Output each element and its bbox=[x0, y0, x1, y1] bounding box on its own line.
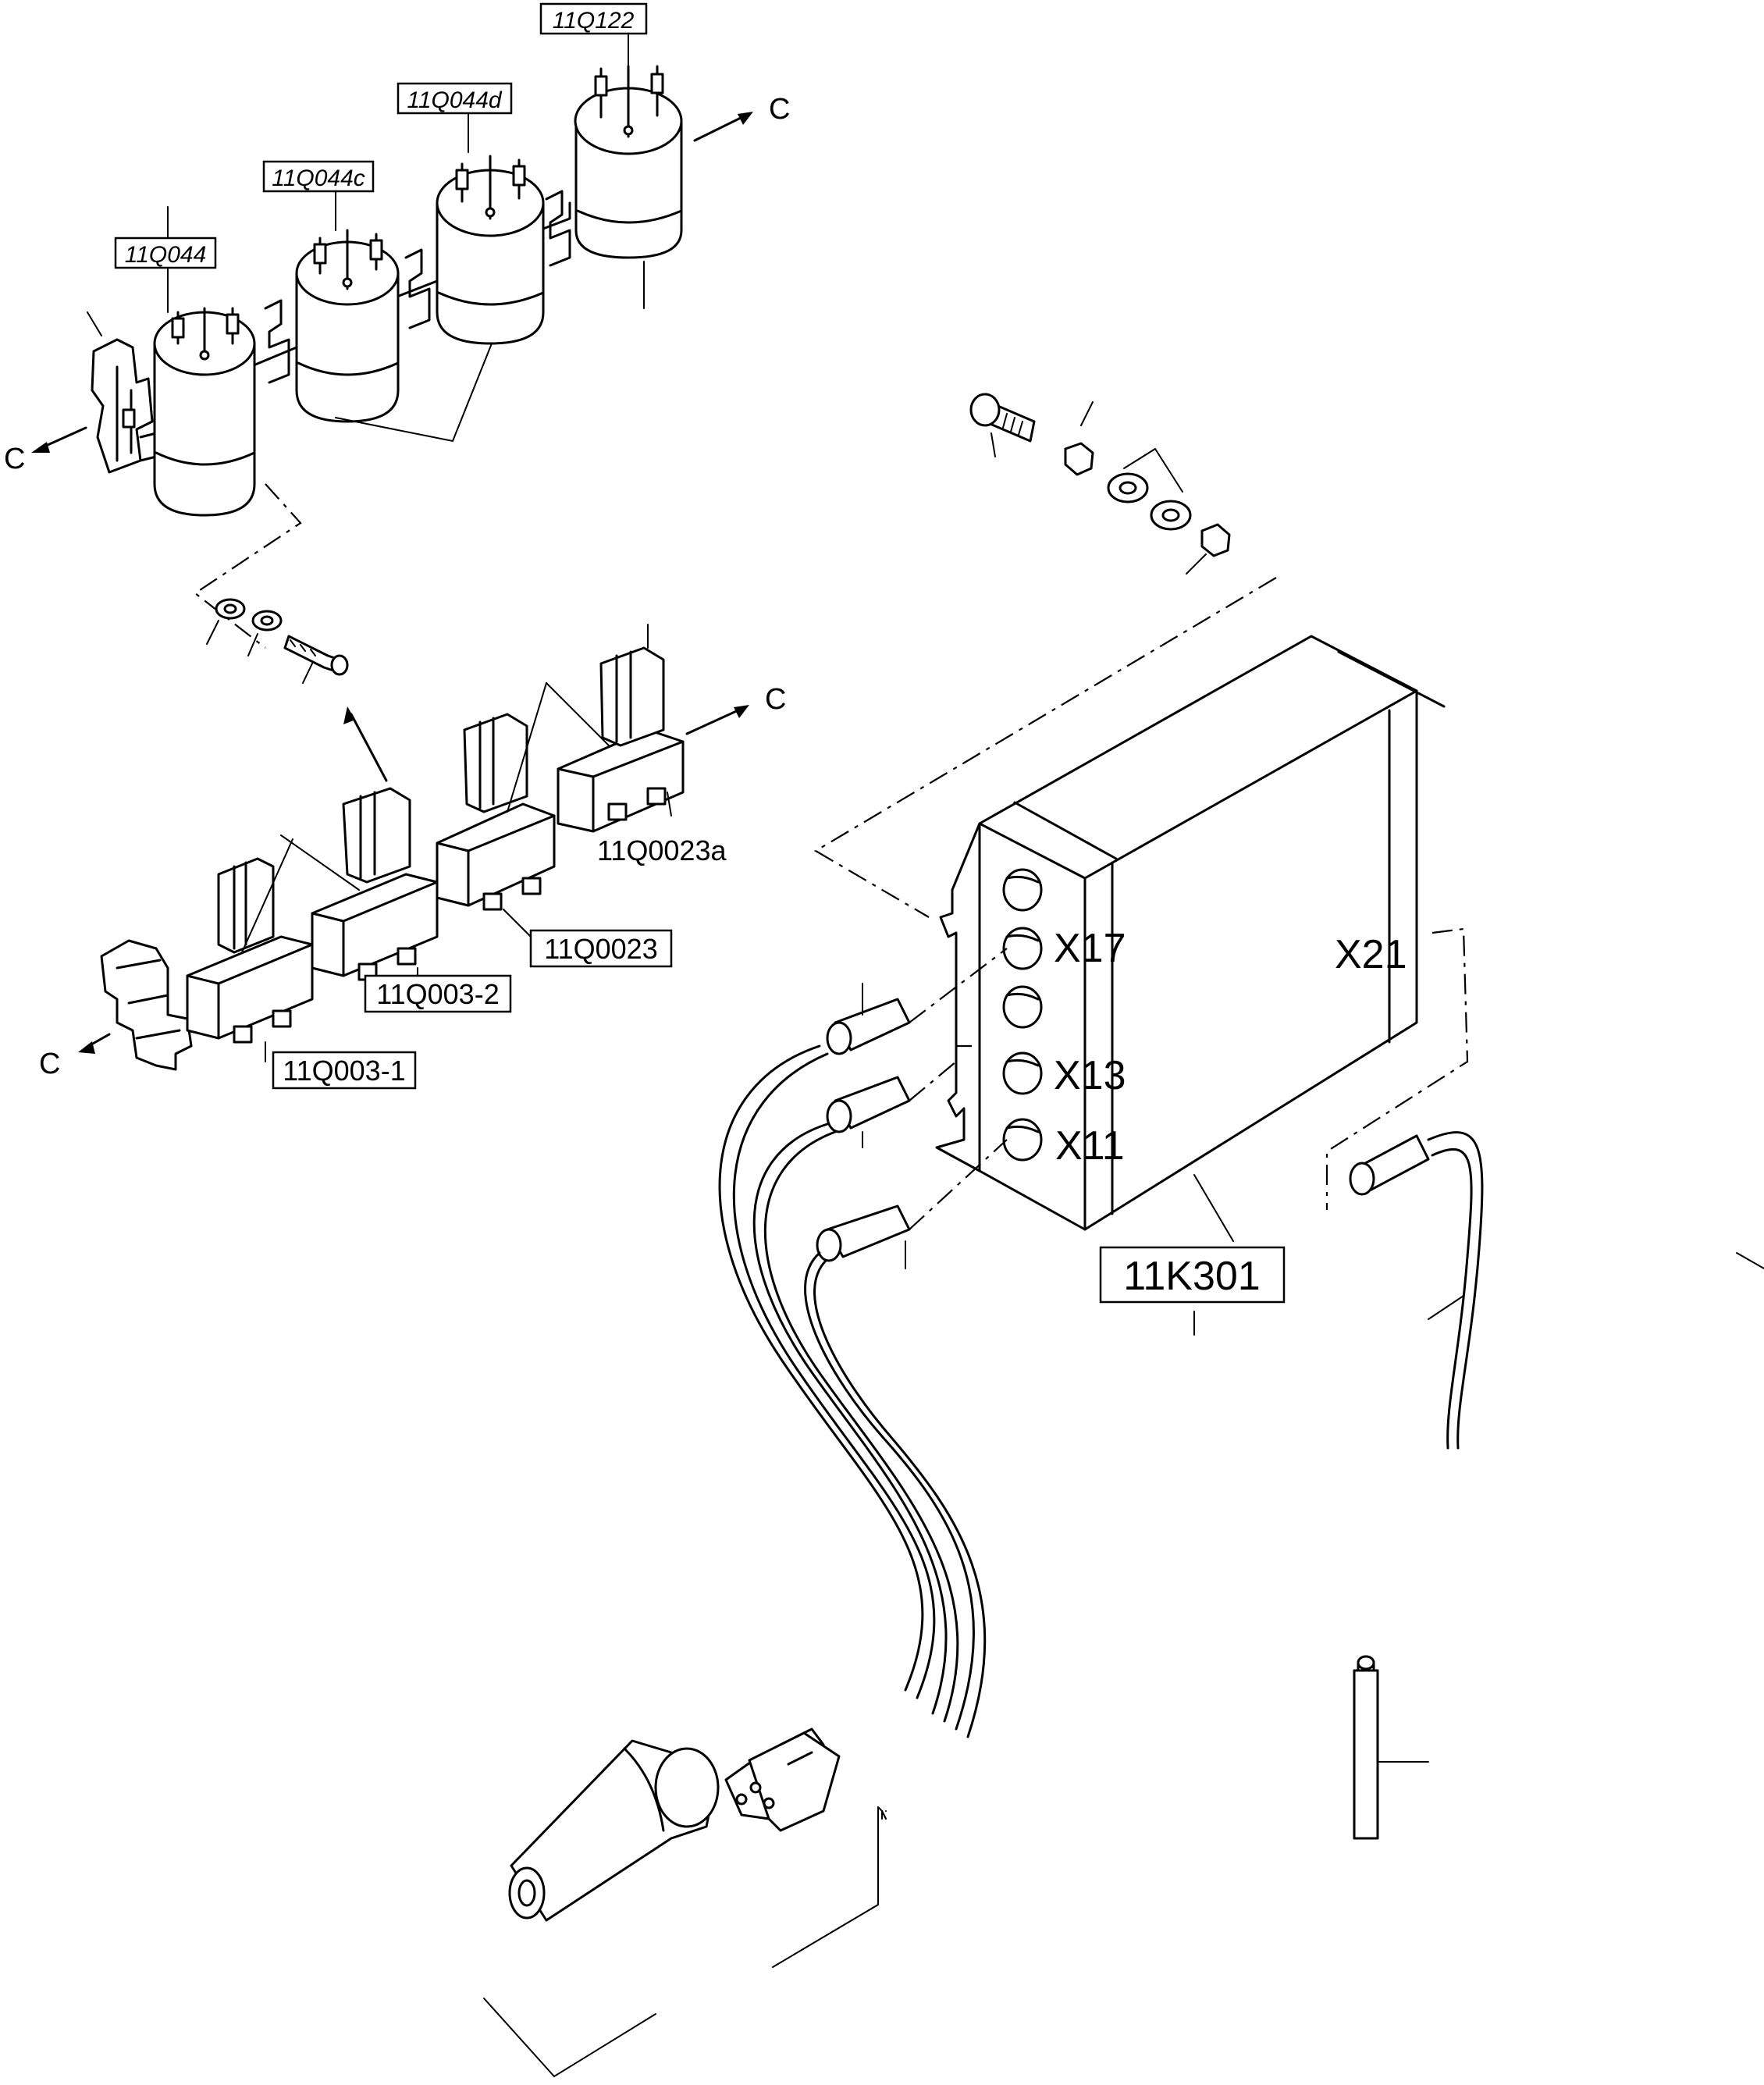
solenoid-11q044 bbox=[153, 206, 256, 517]
cable-harness bbox=[718, 927, 1484, 1738]
port-x11-socket bbox=[1002, 1118, 1043, 1162]
ref-c-label: C bbox=[4, 443, 25, 475]
label-11q044: 11Q044 bbox=[125, 242, 207, 268]
ref-arrow-c-mid-left: C bbox=[39, 1033, 111, 1080]
ref-arrow-c-top-left: C bbox=[4, 426, 87, 475]
unit-label: 11K301 bbox=[1099, 1246, 1286, 1304]
label-11q0023a: 11Q0023a bbox=[597, 834, 727, 866]
ref-c-label: C bbox=[769, 93, 790, 126]
label-11q0023: 11Q0023 bbox=[544, 933, 657, 965]
relay-row: C C bbox=[39, 624, 786, 1080]
relay-end-bracket-left bbox=[100, 939, 193, 1071]
relay-11q003-1 bbox=[186, 834, 360, 1062]
label-11q003-1: 11Q003-1 bbox=[283, 1055, 405, 1087]
ref-arrow-c-top-right: C bbox=[693, 93, 790, 142]
solenoid-row: C C bbox=[4, 34, 790, 684]
relay-labels: 11Q003-1 11Q003-2 11Q0023 11Q0023a bbox=[272, 834, 727, 1090]
ref-arrow-c-mid-right: C bbox=[685, 683, 786, 735]
solenoid-11q044c bbox=[295, 190, 400, 423]
plug-connector bbox=[483, 1727, 887, 2078]
ref-c-label: C bbox=[765, 683, 786, 716]
label-11q044d: 11Q044d bbox=[407, 87, 503, 113]
relay-11q0023a bbox=[557, 624, 685, 833]
port-x13-socket bbox=[1002, 1051, 1043, 1095]
port-x17-socket bbox=[1002, 927, 1043, 970]
port-x21-label: X21 bbox=[1335, 932, 1407, 977]
label-11q044c: 11Q044c bbox=[272, 165, 365, 191]
port-x13-label: X13 bbox=[1054, 1053, 1126, 1098]
relay-11q0023 bbox=[436, 682, 610, 938]
port-x11-label: X11 bbox=[1055, 1123, 1125, 1169]
label-11k301: 11K301 bbox=[1123, 1254, 1260, 1299]
solenoid-labels: 11Q044 11Q044c 11Q044d 11Q122 bbox=[114, 2, 648, 269]
mounting-bracket-left bbox=[87, 311, 154, 474]
relay-11q003-2 bbox=[311, 787, 439, 988]
cable-sleeve bbox=[1353, 1252, 1764, 1840]
fastener-set-right bbox=[969, 393, 1231, 575]
label-11q003-2: 11Q003-2 bbox=[376, 978, 499, 1010]
solenoid-11q044d bbox=[335, 112, 545, 443]
ref-c-label: C bbox=[39, 1048, 60, 1080]
fastener-set-left bbox=[206, 598, 349, 684]
label-11q122: 11Q122 bbox=[553, 8, 635, 34]
control-unit-11k301: X17 X13 X11 X21 bbox=[813, 577, 1446, 1336]
port-x17-label: X17 bbox=[1054, 926, 1126, 971]
solenoid-11q122 bbox=[574, 34, 683, 309]
